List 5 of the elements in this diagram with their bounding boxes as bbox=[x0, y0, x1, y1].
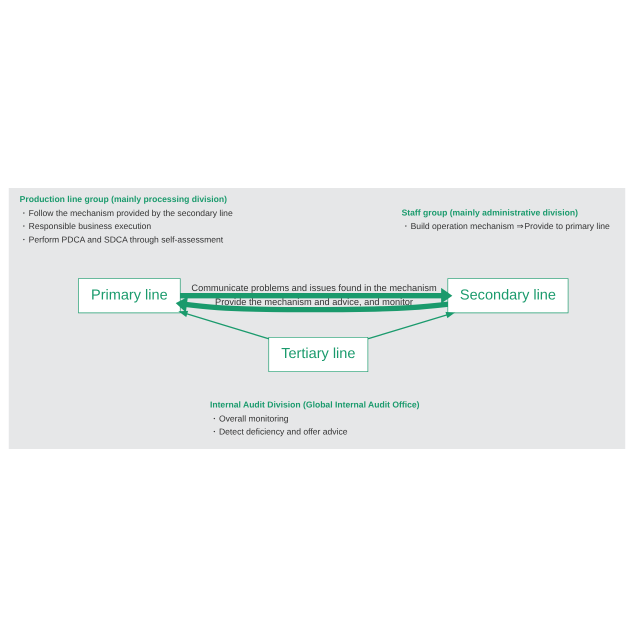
edge-label: Provide the mechanism and advice, and monitor bbox=[215, 296, 414, 307]
node-text: Production line group (mainly processing division) ・Follow the mechanism provided by the secondary line ・Responsible business execution ・Perform PDCA and SDCA through self-assessment bbox=[20, 194, 233, 244]
node-text: Staff group (mainly administrative division) ・Build operation mechanism ⇒Provide to primary line bbox=[402, 206, 610, 231]
edge-label: Communicate problems and issues found in the mechanism bbox=[191, 282, 437, 293]
node-text: Internal Audit Division (Global Internal Audit Office) ・Overall monitoring ・Detect deficiency and offer advice bbox=[210, 399, 420, 436]
